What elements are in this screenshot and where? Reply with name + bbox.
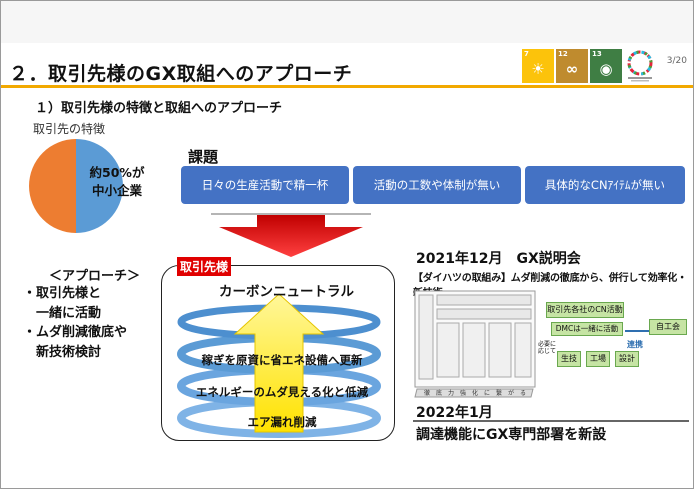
activity-item: 稼ぎを原資に省エネ設備へ更新 [201, 353, 363, 367]
carbon-neutral-title: カーボンニュートラル [219, 284, 354, 300]
approach-list: ・取引先様と 一緒に活動 ・ムダ削減徹底や 新技術検討 [23, 284, 127, 362]
approach-line: 一緒に活動 [23, 305, 102, 321]
approach-heading: ＜アプローチ＞ [49, 269, 141, 284]
sdg-number: 7 [524, 50, 529, 58]
activity-item: エネルギーのムダ見える化と低減 [195, 385, 369, 399]
diagram-graphic [414, 290, 536, 398]
sdg-number: 12 [558, 50, 568, 58]
slide-title: ２．取引先様のGX取組へのアプローチ [9, 63, 353, 85]
tag-box: 設計 [615, 351, 639, 367]
link-arrow [625, 330, 649, 332]
pie-value-line: 中小企業 [91, 183, 142, 198]
issues-title: 課題 [188, 148, 219, 166]
link-label: 連携 [627, 340, 643, 349]
gx-dept-divider [413, 420, 689, 422]
pie-slice-blue [76, 139, 123, 233]
sdg-7-icon: 7 ☀ [522, 49, 554, 83]
approach-line: ・ムダ削減徹底や [23, 325, 128, 340]
diagram-bottom-label: 徹 底 力 強 化 に 繋 が る [423, 390, 526, 397]
infinity-icon: ∞ [565, 60, 579, 78]
tag-box: 工場 [586, 351, 610, 367]
sun-icon: ☀ [531, 60, 545, 78]
pie-value-line: 約50%が [89, 165, 145, 180]
support-label: 必要に応じて [538, 341, 557, 355]
slide-top-band [1, 1, 693, 43]
jama-box: 自工会 [649, 319, 687, 335]
spiral-arrow-icon [177, 293, 381, 438]
sme-ratio-pie [29, 139, 123, 233]
partner-tag: 取引先様 [177, 257, 232, 276]
activity-item: エア漏れ削減 [247, 415, 317, 429]
gx-dept-text: 調達機能にGX専門部署を新設 [416, 427, 607, 443]
sdg-number: 13 [592, 50, 602, 58]
partner-activity-panel [161, 265, 395, 441]
approach-line: ・取引先様と [23, 286, 102, 301]
sdgs-wheel-logo [624, 49, 656, 83]
approach-line: 新技術検討 [23, 344, 102, 360]
sdg-12-icon: 12 ∞ [556, 49, 588, 83]
page-number: 3/20 [666, 56, 687, 66]
section-subtitle: １）取引先様の特徴と取組へのアプローチ [35, 101, 283, 116]
issue-box: 具体的なCNｱｲﾃﾑが無い [525, 166, 685, 204]
sdg-13-icon: 13 ◉ [590, 49, 622, 83]
sdg-icons: 7 ☀ 12 ∞ 13 ◉ [522, 49, 656, 83]
gx-dept-year: 2022年1月 [416, 405, 493, 421]
gx-briefing-title: 2021年12月 GX説明会 [416, 251, 581, 267]
tag-box: 生技 [557, 351, 581, 367]
issue-box: 活動の工数や体制が無い [353, 166, 521, 204]
partner-cn-activity-box: 取引先各社のCN活動 [546, 302, 624, 318]
issue-box: 日々の生産活動で精一杯 [181, 166, 349, 204]
title-underline [1, 85, 693, 88]
pie-slice-orange [29, 139, 76, 233]
feature-label: 取引先の特徴 [33, 122, 106, 136]
pie-value-label: 約50%が 中小企業 [77, 164, 157, 200]
eye-icon: ◉ [599, 60, 613, 78]
dmc-together-box: DMCは一緒に活動 [551, 322, 623, 336]
daihatsu-initiative-diagram: 徹 底 力 強 化 に 繋 が る 取引先各社のCN活動 DMCは一緒に活動 自… [413, 289, 688, 401]
down-arrow-icon [211, 213, 371, 257]
